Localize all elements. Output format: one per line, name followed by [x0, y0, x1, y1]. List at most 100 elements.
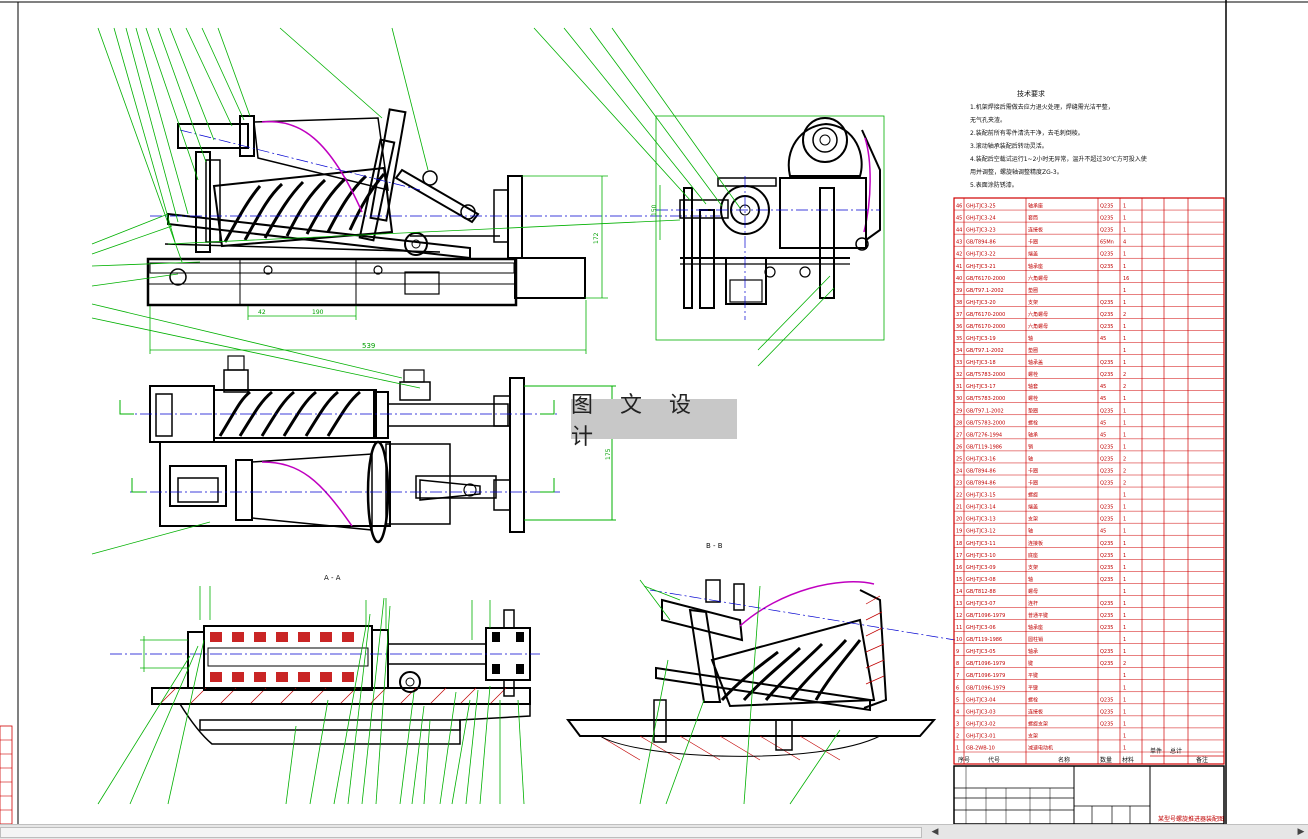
bom-cell: 17 — [956, 553, 962, 559]
bom-cell: 连接板 — [1028, 708, 1043, 715]
bom-cell: 螺栓 — [1028, 395, 1038, 402]
scroll-right-arrow-icon[interactable]: ▶ — [1297, 827, 1305, 837]
bom-cell: 12 — [956, 613, 962, 619]
bom-cell: Q235 — [1100, 372, 1113, 378]
bom-cell: Q235 — [1100, 469, 1113, 475]
bom-cell: GB-2WB-10 — [966, 746, 995, 752]
bom-cell: 支架 — [1028, 564, 1038, 571]
bom-cell: Q235 — [1100, 264, 1113, 270]
bom-header-name: 名称 — [1058, 757, 1071, 764]
bom-cell: 1 — [1123, 613, 1126, 619]
bom-cell: 轴承 — [1028, 431, 1038, 438]
bom-cell: Q235 — [1100, 601, 1113, 607]
bom-cell: GHJ-TJC3-25 — [966, 204, 996, 210]
bom-cell: 轴承座 — [1028, 624, 1043, 631]
bom-cell: 1 — [1123, 541, 1126, 547]
bom-cell: 键 — [1028, 660, 1033, 667]
bom-cell: 32 — [956, 372, 962, 378]
bom-cell: Q235 — [1100, 444, 1113, 450]
bom-cell: 15 — [956, 577, 962, 583]
bom-cell: GHJ-TJC3-15 — [966, 493, 996, 499]
bom-cell: 30 — [956, 396, 962, 402]
leader-lines — [91, 27, 841, 805]
bom-cell: Q235 — [1100, 697, 1113, 703]
bom-cell: GB/T894-86 — [966, 469, 996, 475]
bom-cell: Q235 — [1100, 721, 1113, 727]
bom-cell: 1 — [1123, 601, 1126, 607]
bom-cell: 29 — [956, 408, 962, 414]
bom-cell: 1 — [1123, 685, 1126, 691]
bom-cell: 1 — [956, 746, 959, 752]
bom-cell: 1 — [1123, 505, 1126, 511]
bom-cell: 45 — [1100, 396, 1106, 402]
bom-cell: GHJ-TJC3-24 — [966, 216, 996, 222]
bom-cell: 1 — [1123, 493, 1126, 499]
bom-cell: 1 — [1123, 348, 1126, 354]
bom-cell: 轴 — [1028, 455, 1033, 462]
bom-cell: 1 — [1123, 336, 1126, 342]
scroll-left-arrow-icon[interactable]: ◀ — [931, 827, 939, 837]
bom-cell: 13 — [956, 601, 962, 607]
bom-cell: Q235 — [1100, 661, 1113, 667]
bom-cell: 1 — [1123, 637, 1126, 643]
bom-cell: 39 — [956, 288, 962, 294]
bom-cell: GB/T1096-1979 — [966, 661, 1005, 667]
section-b-b — [566, 579, 956, 761]
bom-cell: 1 — [1123, 553, 1126, 559]
bom-cell: 45 — [1100, 384, 1106, 390]
bom-cell: 8 — [956, 661, 959, 667]
bom-cell: 轴套 — [1028, 383, 1038, 390]
note-line: 3.滚动轴承装配后转动灵活。 — [970, 143, 1048, 150]
bom-cell: Q235 — [1100, 481, 1113, 487]
bom-cell: GB/T6170-2000 — [966, 276, 1005, 282]
bom-cell: 3 — [956, 721, 959, 727]
horizontal-scrollbar[interactable]: ◀ ▶ — [0, 824, 1308, 839]
note-line: 1.机架焊接后需做去应力退火处理，焊缝需光洁平整， — [970, 104, 1114, 111]
bom-cell: Q235 — [1100, 312, 1113, 318]
bom-cell: 10 — [956, 637, 962, 643]
bom-cell: 端盖 — [1028, 251, 1038, 258]
bom-cell: 垫圈 — [1028, 347, 1038, 354]
bom-cell: 轴 — [1028, 528, 1033, 535]
bom-cell: GHJ-TJC3-11 — [966, 541, 996, 547]
bom-cell: GB/T119-1986 — [966, 444, 1002, 450]
bom-cell: GHJ-TJC3-21 — [966, 264, 996, 270]
bom-cell: Q235 — [1100, 252, 1113, 258]
bom-table — [953, 197, 1225, 765]
bom-cell: 轴承 — [1028, 648, 1038, 655]
bom-cell: 支架 — [1028, 299, 1038, 306]
notes-lines: 1.机架焊接后需做去应力退火处理，焊缝需光洁平整， 无气孔夹渣。 2.装配前所有… — [970, 102, 1147, 193]
bom-cell: GHJ-TJC3-10 — [966, 553, 996, 559]
note-line: 无气孔夹渣。 — [970, 117, 1007, 124]
bom-cell: GHJ-TJC3-16 — [966, 456, 996, 462]
bom-cell: 螺栓 — [1028, 371, 1038, 378]
bom-cell: Q235 — [1100, 360, 1113, 366]
bom-cell: 套筒 — [1028, 215, 1038, 222]
section-a-a — [110, 609, 540, 745]
notes-heading: 技术要求 — [1017, 90, 1045, 98]
bom-cell: 连接板 — [1028, 540, 1043, 547]
bom-cell: 1 — [1123, 697, 1126, 703]
bom-cell: GB/T894-86 — [966, 481, 996, 487]
bom-cell: 43 — [956, 240, 962, 246]
bom-cell: 六角螺母 — [1028, 275, 1048, 282]
bom-cell: Q235 — [1100, 204, 1113, 210]
bom-cell: 1 — [1123, 228, 1126, 234]
bom-cell: 1 — [1123, 300, 1126, 306]
bom-cell: 轴承盖 — [1028, 359, 1043, 366]
bom-cell: 46 — [956, 204, 962, 210]
section-label-b: B - B — [706, 542, 723, 550]
bom-cell: GHJ-TJC3-03 — [966, 709, 996, 715]
bom-cell: 5 — [956, 697, 959, 703]
bom-cell: 31 — [956, 384, 962, 390]
bom-cell: GHJ-TJC3-22 — [966, 252, 996, 258]
bom-cell: 减速电动机 — [1028, 745, 1053, 752]
bom-cell: 1 — [1123, 529, 1126, 535]
bom-cell: 2 — [1123, 469, 1126, 475]
bom-cell: 25 — [956, 456, 962, 462]
bom-cell: 1 — [1123, 589, 1126, 595]
plan-view: 175 — [119, 355, 616, 544]
scrollbar-thumb[interactable] — [0, 827, 922, 838]
bom-cell: 卡圈 — [1028, 239, 1038, 246]
bom-cell: 垫圈 — [1028, 287, 1038, 294]
